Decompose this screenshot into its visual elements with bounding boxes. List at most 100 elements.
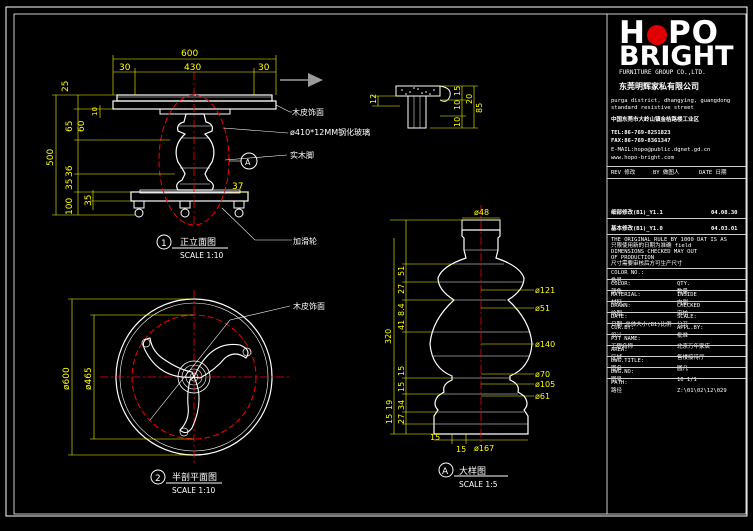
field-label: 路径 bbox=[611, 388, 623, 394]
field-label: 图名 bbox=[611, 366, 623, 372]
field-label: 材料 bbox=[611, 300, 623, 306]
plan-dim-600: ø600 bbox=[62, 367, 72, 390]
view-number-a: A bbox=[442, 467, 449, 477]
circle-callout-icon bbox=[156, 234, 172, 250]
dim-60: 60 bbox=[77, 120, 87, 132]
field-label: CUR.BY: bbox=[611, 325, 635, 331]
dim-30-left: 30 bbox=[119, 63, 131, 73]
rev-header-rev: REV 修改 bbox=[611, 170, 636, 176]
callout-a: A bbox=[245, 158, 251, 167]
dim-430: 430 bbox=[184, 63, 201, 73]
note-veneer: 木皮饰面 bbox=[292, 107, 324, 117]
dim-width-600: 600 bbox=[181, 49, 198, 59]
leg-dim-27a: 27 bbox=[397, 284, 406, 294]
leg-dim-d61: ø61 bbox=[535, 392, 550, 401]
leg-dim-8-4: 8.4 bbox=[397, 303, 406, 316]
field-label: 绘图 bbox=[611, 311, 623, 317]
leg-dim-d121: ø121 bbox=[535, 286, 555, 295]
field-label: DWG.NO: bbox=[611, 369, 635, 375]
leg-dim-41: 41 bbox=[397, 320, 406, 330]
notice-4: OF PRODUCTION bbox=[611, 255, 655, 261]
circle-callout-icon bbox=[150, 469, 166, 485]
leg-dim-d48: ø48 bbox=[474, 208, 489, 217]
notice-5: 尺寸需要审核后方可生产尺寸 bbox=[611, 261, 683, 267]
outer-border bbox=[5, 6, 748, 517]
field-value: 圆几 bbox=[677, 366, 689, 372]
field-value: Z:\01\02\12\029 bbox=[677, 388, 727, 394]
leg-dim-34: 34 bbox=[397, 400, 406, 410]
red-circle-icon bbox=[646, 24, 667, 45]
field-value: 分开 bbox=[677, 322, 689, 328]
company-name-en: FURNITURE GROUP CO.,LTD. bbox=[619, 69, 706, 76]
revision-2-date: 04.03.01 bbox=[711, 226, 738, 232]
dim-30-right: 30 bbox=[258, 63, 270, 73]
field-value: 北京万年家店 bbox=[677, 344, 711, 350]
view-number-1: 1 bbox=[161, 239, 167, 249]
plan-note-veneer: 木皮饰面 bbox=[293, 301, 325, 311]
field-label: 设计 bbox=[611, 333, 623, 339]
dim-37: 37 bbox=[232, 182, 243, 192]
inner-border bbox=[13, 13, 747, 515]
field-value: INSIDE bbox=[677, 292, 697, 298]
leg-dim-15b: 15 bbox=[397, 382, 406, 392]
field-value: 10 1/1 bbox=[677, 377, 697, 383]
field-label: 颜色 bbox=[611, 289, 623, 295]
field-value: 批准 bbox=[677, 333, 689, 339]
rev-header-date: DATE 日期 bbox=[699, 170, 727, 176]
pedestal-leg bbox=[175, 113, 215, 191]
address-en-2: standard resistive street bbox=[611, 105, 694, 111]
email: E-MAIL:hopo@public.dgnet.gd.cn bbox=[611, 147, 711, 153]
edge-profile-detail bbox=[372, 85, 478, 129]
leg-dim-d140: ø140 bbox=[535, 340, 555, 349]
leg-dim-bottom-15a: 15 bbox=[430, 433, 440, 442]
dim-10: 10 bbox=[91, 107, 99, 116]
front-elevation bbox=[52, 55, 323, 250]
rev-header-by: BY 做图人 bbox=[653, 170, 680, 176]
view-scale-front: SCALE 1:10 bbox=[180, 251, 223, 260]
logo-letter-h: H bbox=[619, 15, 646, 51]
leg-dim-15a: 15 bbox=[397, 366, 406, 376]
field-value: SCALE: bbox=[677, 314, 697, 320]
field-label: 色号 bbox=[611, 278, 623, 284]
field-label: MATERIAL: bbox=[611, 292, 641, 298]
field-label: 图号 bbox=[611, 377, 623, 383]
view-title-detail: 大样图 bbox=[459, 465, 486, 477]
note-solid-leg: 实木脚 bbox=[290, 150, 314, 160]
arrow-right-icon bbox=[308, 73, 323, 87]
address-cn: 中国东莞市大岭山镇金桔路楼工业区 bbox=[611, 117, 700, 123]
leg-dim-d167: ø167 bbox=[474, 444, 494, 453]
field-label: DRAWN: bbox=[611, 303, 631, 309]
logo-bright: BRIGHT bbox=[619, 41, 734, 72]
leg-detail-view bbox=[390, 205, 534, 478]
edge-dim-15: 15 bbox=[453, 86, 462, 96]
field-value: QTY. bbox=[677, 281, 691, 287]
leg-dim-19: 19 bbox=[385, 400, 394, 410]
field-label: PJT NAME: bbox=[611, 336, 641, 342]
table-top bbox=[116, 94, 273, 102]
field-value: 审核 bbox=[677, 311, 689, 317]
edge-dim-12: 12 bbox=[369, 94, 378, 104]
view-scale-detail: SCALE 1:5 bbox=[459, 480, 498, 489]
field-label: COLOR NO.: bbox=[611, 270, 645, 276]
note-caster: 加滑轮 bbox=[293, 236, 317, 246]
caster-wheels bbox=[133, 200, 245, 218]
leg-dim-d51: ø51 bbox=[535, 304, 550, 313]
top-edge bbox=[112, 100, 277, 110]
field-value: 售楼接待厅 bbox=[677, 355, 705, 361]
tel: TEL:86-769-8251823 bbox=[611, 130, 671, 136]
view-title-front: 正立面图 bbox=[180, 236, 216, 248]
field-label: 区域 bbox=[611, 355, 623, 361]
half-section-plan bbox=[68, 290, 291, 485]
leg-dim-320: 320 bbox=[384, 329, 393, 344]
field-value: CHECKED bbox=[677, 303, 701, 309]
field-label: DATE: bbox=[611, 314, 628, 320]
edge-dim-10b: 10 bbox=[453, 117, 462, 127]
leg-dim-bottom-15b: 15 bbox=[456, 445, 466, 454]
fax: FAX:86-769-8361347 bbox=[611, 138, 671, 144]
revision-1-date: 04.08.30 bbox=[711, 210, 738, 216]
dim-500: 500 bbox=[46, 149, 56, 166]
field-label: AREA: bbox=[611, 347, 628, 353]
revision-2: 基本修改(B1)_Y1.0 bbox=[611, 226, 663, 232]
field-label: COLOR: bbox=[611, 281, 631, 287]
